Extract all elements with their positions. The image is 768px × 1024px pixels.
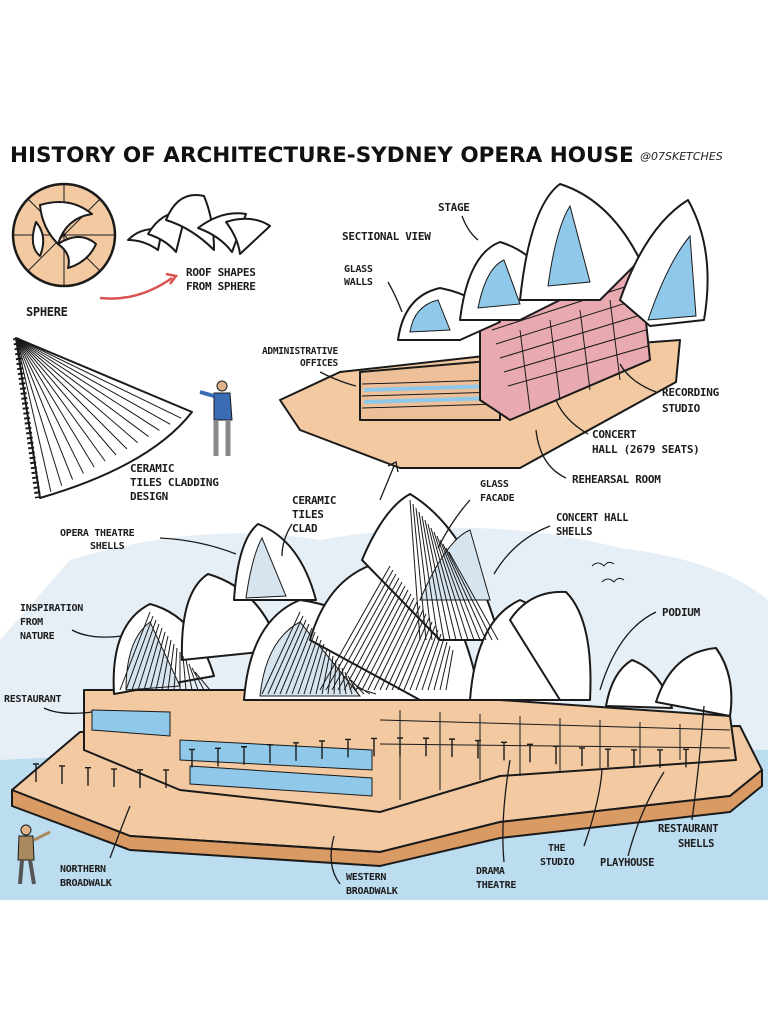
svg-text:NATURE: NATURE bbox=[20, 631, 55, 642]
label-concert-hall: CONCERT HALL (2679 SEATS) bbox=[592, 428, 700, 456]
svg-text:SHELLS: SHELLS bbox=[90, 541, 125, 552]
person-pointing-illustration bbox=[199, 380, 233, 456]
svg-text:WALLS: WALLS bbox=[344, 277, 373, 288]
svg-text:SHELLS: SHELLS bbox=[678, 838, 714, 850]
page-title: HISTORY OF ARCHITECTURE-SYDNEY OPERA HOU… bbox=[10, 143, 634, 168]
label-restaurant-shells: RESTAURANT SHELLS bbox=[658, 823, 719, 850]
label-playhouse: PLAYHOUSE bbox=[600, 857, 654, 869]
label-glass-walls: GLASS WALLS bbox=[344, 264, 373, 288]
svg-text:BROADWALK: BROADWALK bbox=[60, 878, 112, 889]
sphere-illustration bbox=[11, 182, 117, 288]
label-ceramic-design: CERAMIC TILES CLADDING DESIGN bbox=[130, 462, 219, 503]
svg-text:HALL (2679 SEATS): HALL (2679 SEATS) bbox=[592, 443, 699, 456]
label-northern-broadwalk: NORTHERN BROADWALK bbox=[60, 864, 112, 889]
svg-text:DRAMA: DRAMA bbox=[476, 866, 505, 877]
svg-text:GLASS: GLASS bbox=[344, 264, 373, 275]
svg-text:ADMINISTRATIVE: ADMINISTRATIVE bbox=[262, 346, 338, 357]
label-concert-shells: CONCERT HALL SHELLS bbox=[556, 512, 629, 538]
label-glass-facade: GLASS FACADE bbox=[480, 479, 515, 504]
label-admin-offices: ADMINISTRATIVE OFFICES bbox=[262, 346, 339, 369]
svg-text:THEATRE: THEATRE bbox=[476, 880, 516, 891]
label-recording-studio: RECORDING STUDIO bbox=[662, 386, 720, 415]
svg-text:SHELLS: SHELLS bbox=[556, 526, 592, 538]
author-handle: @07SKETCHES bbox=[640, 150, 723, 163]
svg-text:STUDIO: STUDIO bbox=[662, 402, 701, 415]
svg-text:FROM SPHERE: FROM SPHERE bbox=[186, 280, 256, 293]
svg-text:TILES CLADDING: TILES CLADDING bbox=[130, 476, 219, 489]
svg-text:RESTAURANT: RESTAURANT bbox=[658, 823, 718, 835]
svg-text:NORTHERN: NORTHERN bbox=[60, 864, 106, 875]
ceramic-fan-illustration bbox=[13, 337, 193, 499]
svg-text:GLASS: GLASS bbox=[480, 479, 509, 490]
svg-text:ROOF SHAPES: ROOF SHAPES bbox=[186, 266, 256, 279]
svg-text:CONCERT HALL: CONCERT HALL bbox=[556, 512, 628, 524]
label-rehearsal-room: REHEARSAL ROOM bbox=[572, 473, 661, 486]
label-drama-theatre: DRAMA THEATRE bbox=[476, 866, 517, 891]
svg-text:RECORDING: RECORDING bbox=[662, 386, 720, 399]
svg-text:CERAMIC: CERAMIC bbox=[130, 462, 174, 475]
label-stage: STAGE bbox=[438, 201, 470, 214]
svg-text:TILES: TILES bbox=[292, 508, 324, 521]
svg-text:STUDIO: STUDIO bbox=[540, 857, 575, 868]
svg-text:OFFICES: OFFICES bbox=[300, 358, 339, 369]
label-western-broadwalk: WESTERN BROADWALK bbox=[346, 872, 398, 897]
roof-arrow bbox=[99, 276, 173, 300]
svg-text:BROADWALK: BROADWALK bbox=[346, 886, 398, 897]
label-the-studio: THE STUDIO bbox=[540, 843, 575, 868]
svg-text:CLAD: CLAD bbox=[292, 522, 318, 535]
label-roof-shapes: ROOF SHAPES FROM SPHERE bbox=[186, 266, 256, 293]
label-sectional-view: SECTIONAL VIEW bbox=[342, 230, 431, 243]
label-sphere: SPHERE bbox=[26, 305, 68, 319]
svg-text:FACADE: FACADE bbox=[480, 493, 515, 504]
svg-text:FROM: FROM bbox=[20, 617, 43, 628]
sectional-view-illustration bbox=[279, 183, 709, 469]
svg-text:CONCERT: CONCERT bbox=[592, 428, 637, 441]
roof-shapes-illustration bbox=[127, 194, 271, 255]
label-restaurant: RESTAURANT bbox=[4, 694, 61, 705]
svg-text:INSPIRATION: INSPIRATION bbox=[20, 603, 83, 614]
label-ceramic-clad: CERAMIC TILES CLAD bbox=[292, 494, 337, 535]
svg-text:CERAMIC: CERAMIC bbox=[292, 494, 336, 507]
main-opera-house-render bbox=[0, 493, 768, 900]
svg-text:THE: THE bbox=[548, 843, 565, 854]
label-opera-shells: OPERA THEATRE SHELLS bbox=[60, 528, 135, 552]
svg-text:DESIGN: DESIGN bbox=[130, 490, 168, 503]
label-inspiration: INSPIRATION FROM NATURE bbox=[20, 603, 84, 642]
svg-text:WESTERN: WESTERN bbox=[346, 872, 386, 883]
svg-text:OPERA THEATRE: OPERA THEATRE bbox=[60, 528, 135, 539]
label-podium: PODIUM bbox=[662, 606, 701, 619]
